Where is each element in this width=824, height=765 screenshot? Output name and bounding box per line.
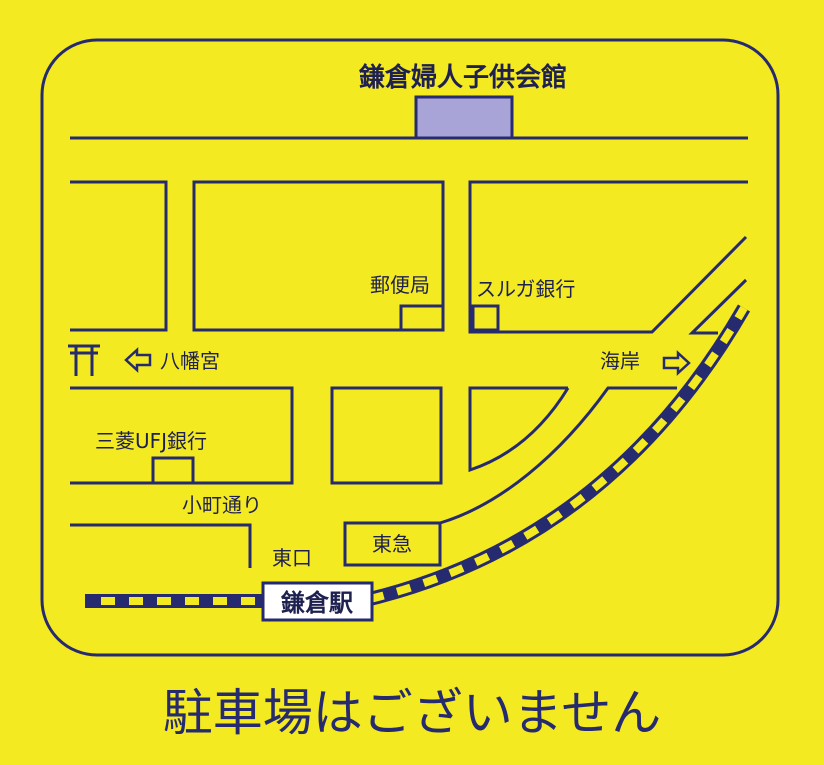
post-office-building bbox=[399, 304, 445, 332]
arrow-right-icon bbox=[662, 350, 691, 376]
station-label: 鎌倉駅 bbox=[281, 589, 353, 617]
no-parking-notice: 駐車場はございません bbox=[163, 684, 662, 742]
torii-icon bbox=[68, 344, 100, 376]
suruga-bank-label: スルガ銀行 bbox=[476, 277, 575, 301]
kaigan-label: 海岸 bbox=[600, 349, 640, 373]
mufg-bank-label: 三菱UFJ銀行 bbox=[95, 429, 207, 453]
komachi-dori-label: 小町通り bbox=[182, 493, 262, 517]
hachimangu-label: 八幡宮 bbox=[160, 349, 220, 373]
arrow-left-icon bbox=[124, 347, 152, 373]
block bbox=[468, 386, 570, 473]
tokyu-label: 東急 bbox=[372, 532, 412, 556]
block bbox=[192, 180, 445, 332]
block bbox=[468, 180, 748, 334]
block bbox=[688, 278, 748, 335]
station-box bbox=[261, 581, 374, 622]
destination-label: 鎌倉婦人子供会館 bbox=[359, 62, 567, 93]
tokyu-building bbox=[343, 521, 442, 567]
block bbox=[70, 180, 168, 332]
block bbox=[330, 386, 443, 485]
east-exit-label: 東口 bbox=[272, 546, 312, 570]
block bbox=[70, 523, 252, 568]
railway bbox=[85, 304, 751, 608]
destination-building bbox=[414, 95, 514, 140]
map-frame bbox=[40, 38, 780, 657]
mufg-bank-building bbox=[151, 456, 195, 485]
suruga-bank-building bbox=[471, 304, 500, 332]
post-office-label: 郵便局 bbox=[370, 273, 430, 297]
road-curve bbox=[439, 386, 677, 525]
